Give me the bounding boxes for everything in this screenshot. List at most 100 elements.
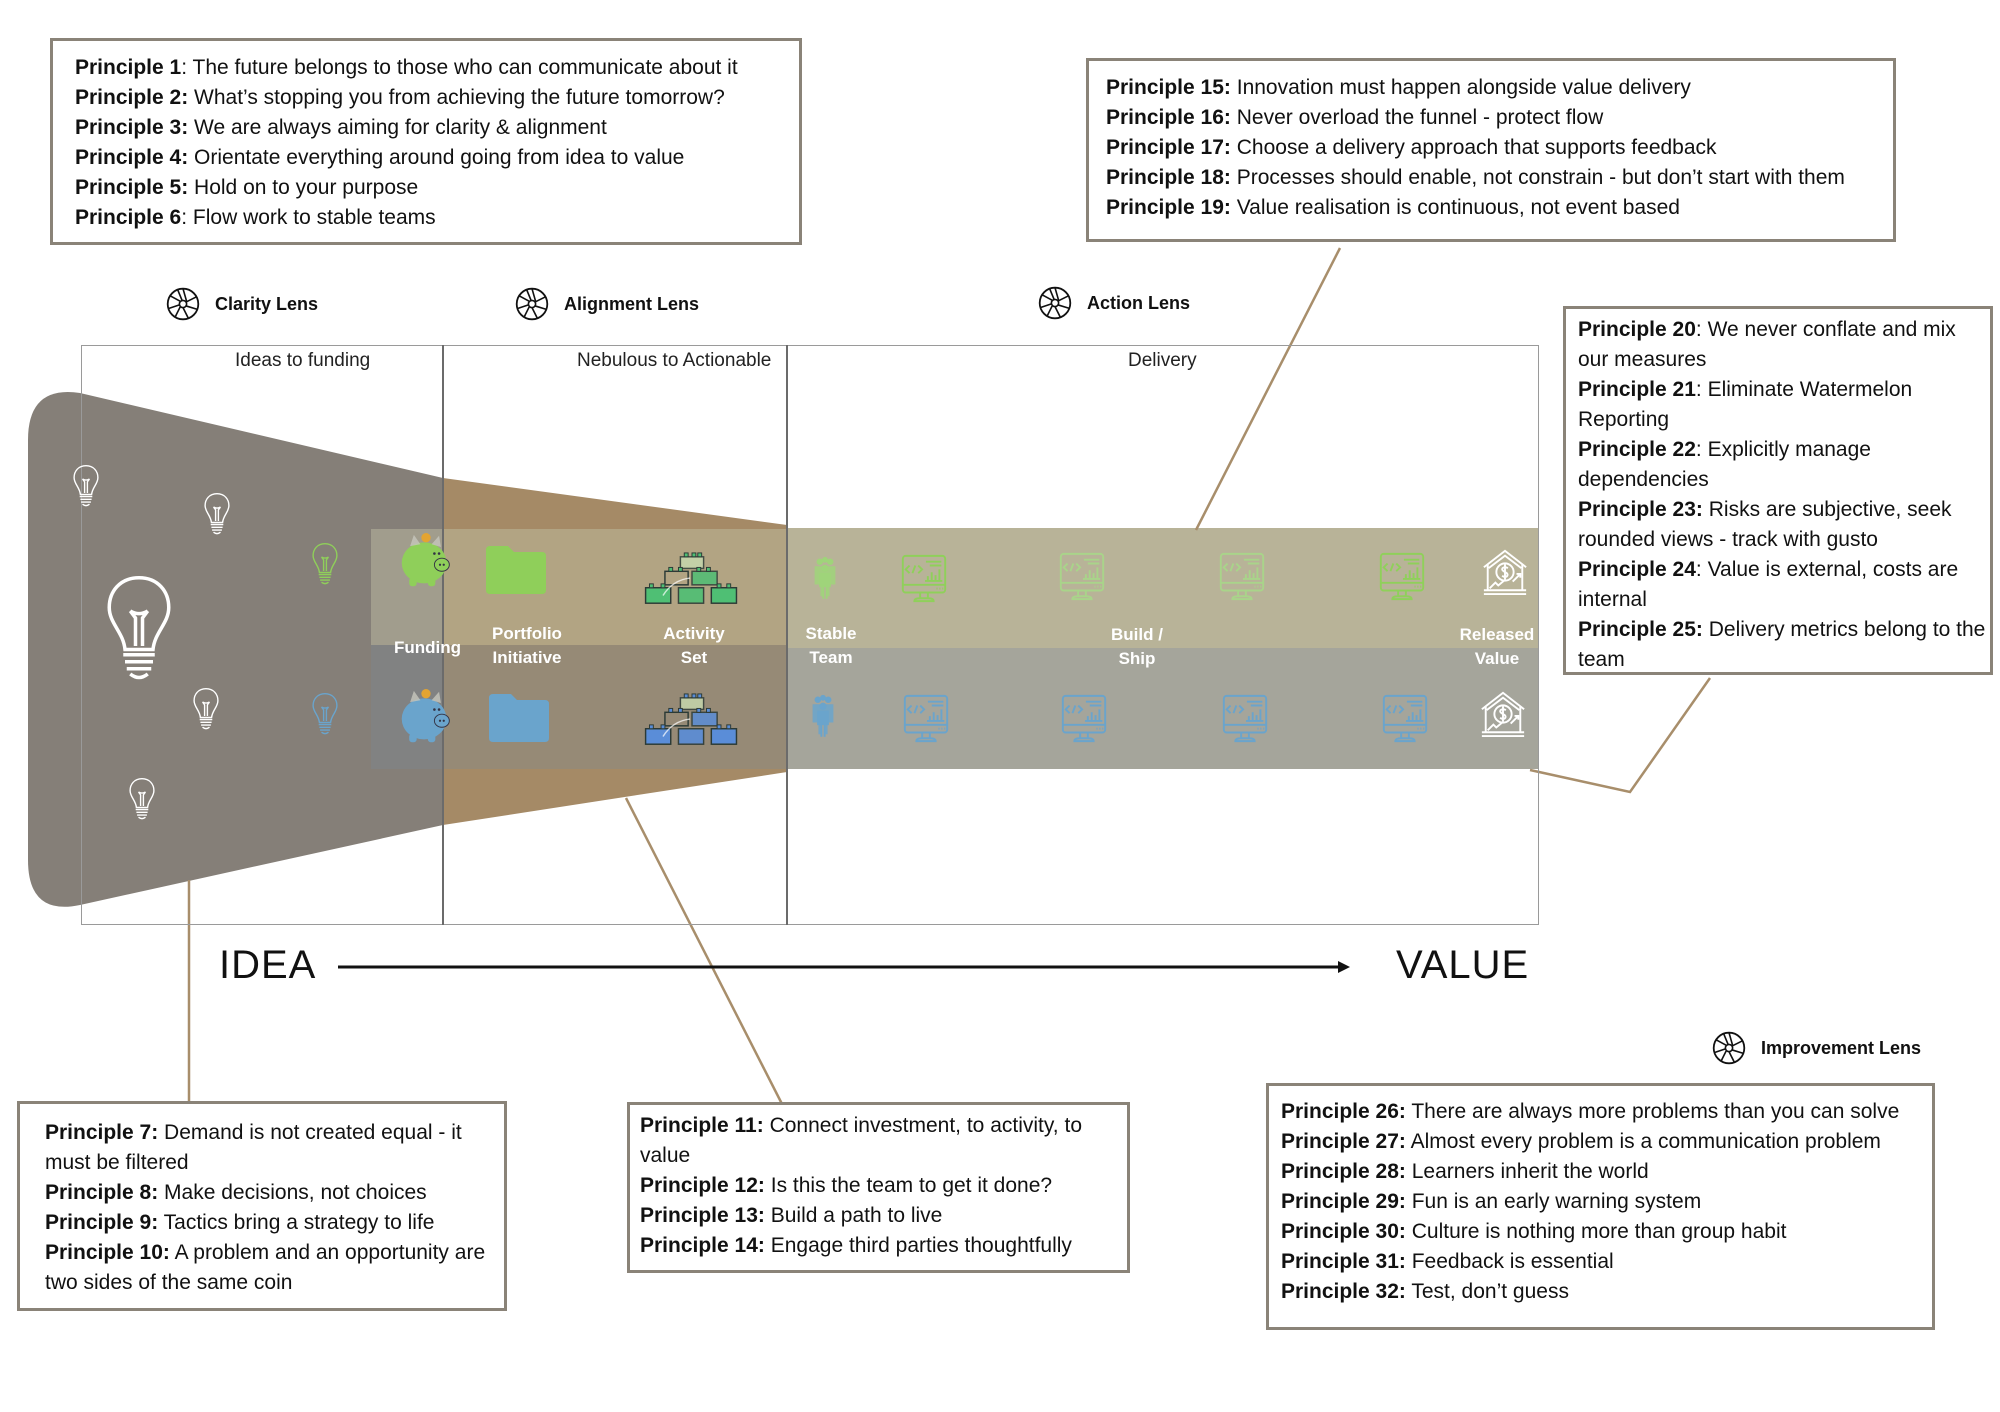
alignment-lens-label: Alignment Lens [564, 293, 700, 314]
principle-number: Principle 29: [1281, 1190, 1406, 1213]
principle-text: Engage third parties thoughtfully [770, 1234, 1072, 1257]
principle-item: Principle 24: Value is external, costs a… [1578, 555, 1990, 615]
monitor-code-icon [1381, 693, 1429, 745]
principles-box-1-6: Principle 1: The future belongs to those… [50, 38, 802, 245]
connector-group5 [1529, 677, 1712, 794]
people-group-icon [810, 688, 836, 744]
principles-box-11-14: Principle 11: Connect investment, to act… [627, 1102, 1130, 1273]
principle-item: Principle 14: Engage third parties thoug… [640, 1231, 1115, 1261]
aperture-icon [1037, 285, 1073, 321]
idea-label: IDEA [219, 943, 317, 987]
principle-number: Principle 19: [1106, 196, 1231, 219]
principle-number: Principle 26: [1281, 1100, 1406, 1123]
stage-funding: Funding [394, 636, 461, 660]
improvement-lens-label: Improvement Lens [1761, 1037, 1922, 1058]
principle-item: Principle 19: Value realisation is conti… [1106, 193, 1893, 223]
value-label: VALUE [1396, 943, 1530, 987]
principle-item: Principle 1: The future belongs to those… [75, 53, 799, 83]
principle-number: Principle 21 [1578, 378, 1696, 401]
principle-text: We never conflate and mix our measures [1578, 318, 1956, 371]
principle-item: Principle 22: Explicitly manage dependen… [1578, 435, 1990, 495]
principle-number: Principle 14: [640, 1234, 765, 1257]
principle-item: Principle 30: Culture is nothing more th… [1281, 1217, 1932, 1247]
folder-icon [485, 546, 547, 594]
clarity-lens: Clarity Lens [165, 286, 318, 322]
principle-text: Eliminate Watermelon Reporting [1578, 378, 1913, 431]
monitor-code-icon [1378, 551, 1426, 603]
principle-item: Principle 11: Connect investment, to act… [640, 1111, 1115, 1171]
principles-box-7-10: Principle 7: Demand is not created equal… [17, 1101, 507, 1311]
principle-text: Tactics bring a strategy to life [163, 1211, 435, 1234]
principle-number: Principle 20 [1578, 318, 1696, 341]
stage-stable-line1: Stable [805, 624, 857, 643]
principle-text: What’s stopping you from achieving the f… [194, 86, 725, 109]
principle-number: Principle 6 [75, 206, 182, 229]
principle-text: Almost every problem is a communication … [1410, 1130, 1881, 1153]
stage-frame [81, 345, 1539, 925]
principle-number: Principle 12: [640, 1174, 765, 1197]
principle-number: Principle 22 [1578, 438, 1696, 461]
principle-number: Principle 7: [45, 1121, 159, 1144]
principle-separator: : [1695, 558, 1708, 581]
principle-number: Principle 8: [45, 1181, 159, 1204]
monitor-code-icon [1058, 551, 1106, 603]
clarity-lens-label: Clarity Lens [215, 293, 319, 314]
principle-separator: : [181, 206, 193, 229]
people-group-icon [812, 550, 838, 606]
column-ideas-to-funding: Ideas to funding [235, 350, 371, 371]
principle-number: Principle 2: [75, 86, 189, 109]
principle-number: Principle 30: [1281, 1220, 1406, 1243]
principle-text: Choose a delivery approach that supports… [1236, 136, 1717, 159]
stage-build-ship: Build / Ship [1097, 623, 1177, 671]
principle-item: Principle 26: There are always more prob… [1281, 1097, 1932, 1127]
monitor-code-icon [1221, 693, 1269, 745]
principle-text: Processes should enable, not constrain -… [1236, 166, 1845, 189]
principle-item: Principle 12: Is this the team to get it… [640, 1171, 1115, 1201]
principle-item: Principle 13: Build a path to live [640, 1201, 1115, 1231]
principle-item: Principle 29: Fun is an early warning sy… [1281, 1187, 1932, 1217]
principle-number: Principle 15: [1106, 76, 1231, 99]
lightbulb-icon [104, 571, 174, 686]
principle-text: Culture is nothing more than group habit [1411, 1220, 1787, 1243]
principle-item: Principle 6: Flow work to stable teams [75, 203, 799, 233]
blocks-icon [643, 692, 741, 750]
principle-number: Principle 28: [1281, 1160, 1406, 1183]
principle-item: Principle 2: What’s stopping you from ac… [75, 83, 799, 113]
principle-text: Feedback is essential [1411, 1250, 1614, 1273]
principle-number: Principle 1 [75, 56, 182, 79]
principles-box-15-19: Principle 15: Innovation must happen alo… [1086, 58, 1896, 242]
band-green-delivery [787, 528, 1539, 648]
principle-separator: : [1695, 378, 1708, 401]
principle-text: Value is external, costs are internal [1578, 558, 1959, 611]
arrow-head [1338, 961, 1350, 973]
principle-item: Principle 28: Learners inherit the world [1281, 1157, 1932, 1187]
principle-number: Principle 11: [640, 1114, 764, 1137]
principle-text: Connect investment, to activity, to valu… [640, 1114, 1082, 1167]
principle-separator: : [181, 56, 193, 79]
principle-item: Principle 32: Test, don’t guess [1281, 1277, 1932, 1307]
action-lens-label: Action Lens [1087, 292, 1191, 313]
principle-item: Principle 15: Innovation must happen alo… [1106, 73, 1893, 103]
principle-item: Principle 10: A problem and an opportuni… [45, 1238, 490, 1298]
principle-text: Make decisions, not choices [164, 1181, 427, 1204]
principle-text: Demand is not created equal - it must be… [45, 1121, 462, 1174]
principle-item: Principle 9: Tactics bring a strategy to… [45, 1208, 490, 1238]
principle-number: Principle 5: [75, 176, 189, 199]
aperture-icon [165, 286, 201, 322]
stage-activity-line1: Activity [663, 624, 725, 643]
principle-number: Principle 27: [1281, 1130, 1406, 1153]
stage-released-value: Released Value [1453, 623, 1541, 671]
lightbulb-icon [192, 685, 220, 733]
principle-item: Principle 7: Demand is not created equal… [45, 1118, 490, 1178]
stage-portfolio-line1: Portfolio [492, 624, 562, 643]
principle-text: Explicitly manage dependencies [1578, 438, 1871, 491]
principles-box-26-32: Principle 26: There are always more prob… [1266, 1083, 1935, 1330]
principle-number: Principle 23: [1578, 498, 1703, 521]
lightbulb-icon [128, 775, 156, 823]
lightbulb-icon [203, 490, 231, 538]
principle-text: Orientate everything around going from i… [194, 146, 685, 169]
principle-text: Build a path to live [770, 1204, 943, 1227]
monitor-code-icon [902, 693, 950, 745]
principle-number: Principle 31: [1281, 1250, 1406, 1273]
stage-stable-line2: Team [809, 648, 853, 667]
